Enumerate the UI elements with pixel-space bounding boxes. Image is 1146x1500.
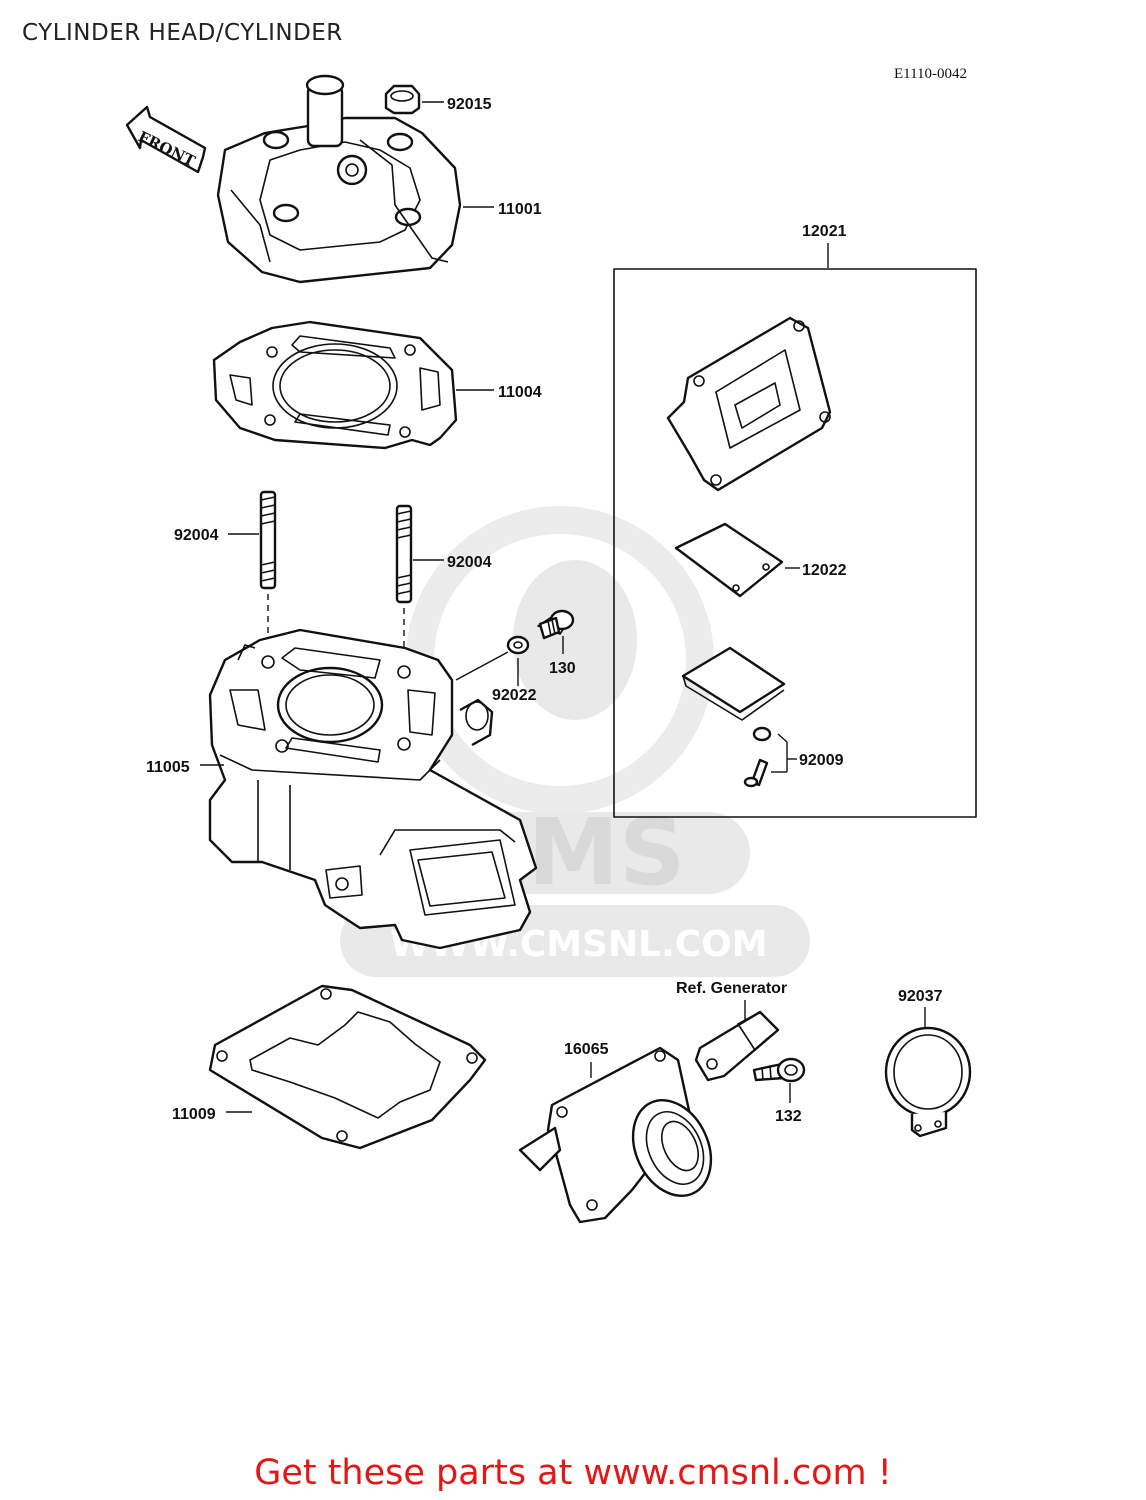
part-92037-clamp[interactable] bbox=[884, 1026, 972, 1138]
part-12021-reed-valve[interactable] bbox=[666, 316, 832, 492]
label-12021: 12021 bbox=[802, 223, 847, 240]
label-92037: 92037 bbox=[898, 988, 943, 1005]
part-92009-screw[interactable] bbox=[743, 726, 772, 788]
label-11009: 11009 bbox=[172, 1106, 216, 1123]
part-92022-washer[interactable] bbox=[506, 635, 530, 655]
label-132: 132 bbox=[775, 1108, 802, 1125]
footer-cta[interactable]: Get these parts at www.cmsnl.com ! bbox=[254, 1453, 892, 1493]
label-92004-right: 92004 bbox=[447, 554, 492, 571]
part-11004-head-gasket[interactable] bbox=[212, 320, 458, 450]
part-11009-base-gasket[interactable] bbox=[208, 984, 487, 1150]
part-92004-stud-left[interactable] bbox=[259, 490, 277, 590]
part-92015-nut[interactable] bbox=[384, 84, 421, 115]
part-reed-stopper[interactable] bbox=[681, 646, 786, 721]
label-130: 130 bbox=[549, 660, 576, 677]
label-ref-generator: Ref. Generator bbox=[676, 980, 787, 997]
label-11004: 11004 bbox=[498, 384, 542, 401]
label-16065: 16065 bbox=[564, 1041, 609, 1058]
label-92009: 92009 bbox=[799, 752, 844, 769]
box-12021-reed-valve-assembly bbox=[613, 268, 977, 818]
part-92004-stud-right[interactable] bbox=[395, 504, 413, 604]
diagram-code: E1110-0042 bbox=[894, 66, 968, 82]
part-11005-cylinder[interactable] bbox=[208, 628, 538, 950]
page-title: CYLINDER HEAD/CYLINDER bbox=[22, 20, 343, 46]
part-ref-generator-bracket[interactable] bbox=[694, 1010, 780, 1082]
label-92004-left: 92004 bbox=[174, 527, 219, 544]
front-arrow-icon: FRONT bbox=[125, 105, 207, 174]
part-130-bolt[interactable] bbox=[537, 609, 575, 640]
label-92015: 92015 bbox=[447, 96, 492, 113]
part-132-bolt[interactable] bbox=[752, 1057, 806, 1083]
exploded-parts-diagram: CMS WWW.CMSNL.COM FRONT 92015 11001 1202… bbox=[125, 74, 977, 1224]
label-12022: 12022 bbox=[802, 562, 847, 579]
part-12022-reed[interactable] bbox=[674, 522, 784, 598]
label-92022: 92022 bbox=[492, 687, 537, 704]
label-11005: 11005 bbox=[146, 759, 190, 776]
part-11001-cylinder-head[interactable] bbox=[216, 74, 462, 284]
label-11001: 11001 bbox=[498, 201, 542, 218]
part-16065-intake-pipe[interactable] bbox=[518, 1046, 726, 1224]
